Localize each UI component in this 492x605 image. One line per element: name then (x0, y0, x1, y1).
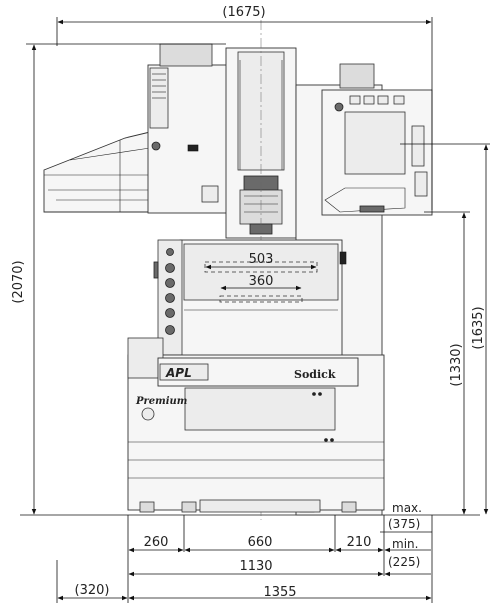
sodick-logo: Sodick (294, 368, 336, 381)
max-value: (375) (388, 517, 420, 531)
svg-text:Premium: Premium (135, 396, 187, 407)
dimension-labels: (1675) (2070) (1635) (1330) 503 360 260 … (11, 5, 486, 600)
dimension-lines (26, 17, 490, 603)
dim-660-label: 660 (248, 535, 273, 550)
table-360-outline (219, 295, 303, 303)
height-1635-label: (1635) (471, 306, 486, 349)
height-1330-label: (1330) (449, 343, 464, 386)
apl-logo: APL (159, 363, 209, 381)
dim-1130-label: 1130 (239, 559, 272, 574)
svg-text:Sodick: Sodick (294, 368, 336, 381)
leveling-feet (139, 499, 357, 513)
table-503-outline (204, 261, 318, 273)
table-360-label: 360 (249, 274, 274, 289)
table-503-label: 503 (249, 252, 274, 267)
premium-logo: Premium (135, 396, 187, 407)
z-column (225, 20, 297, 520)
min-label: min. (392, 537, 418, 551)
svg-text:APL: APL (165, 366, 192, 380)
min-value: (225) (388, 555, 420, 569)
dim-320-label: (320) (75, 583, 110, 598)
left-hood (43, 131, 151, 213)
dim-1355-label: 1355 (263, 585, 296, 600)
dim-260-label: 260 (144, 535, 169, 550)
max-label: max. (392, 501, 422, 515)
overall-height-label: (2070) (11, 260, 26, 303)
dim-210-label: 210 (347, 535, 372, 550)
head-housing (147, 43, 231, 214)
pendant-strip (153, 239, 183, 356)
machine-base (127, 337, 385, 511)
machine-illustration: APL Sodick Premium (20, 20, 480, 520)
overall-width-label: (1675) (222, 5, 265, 20)
